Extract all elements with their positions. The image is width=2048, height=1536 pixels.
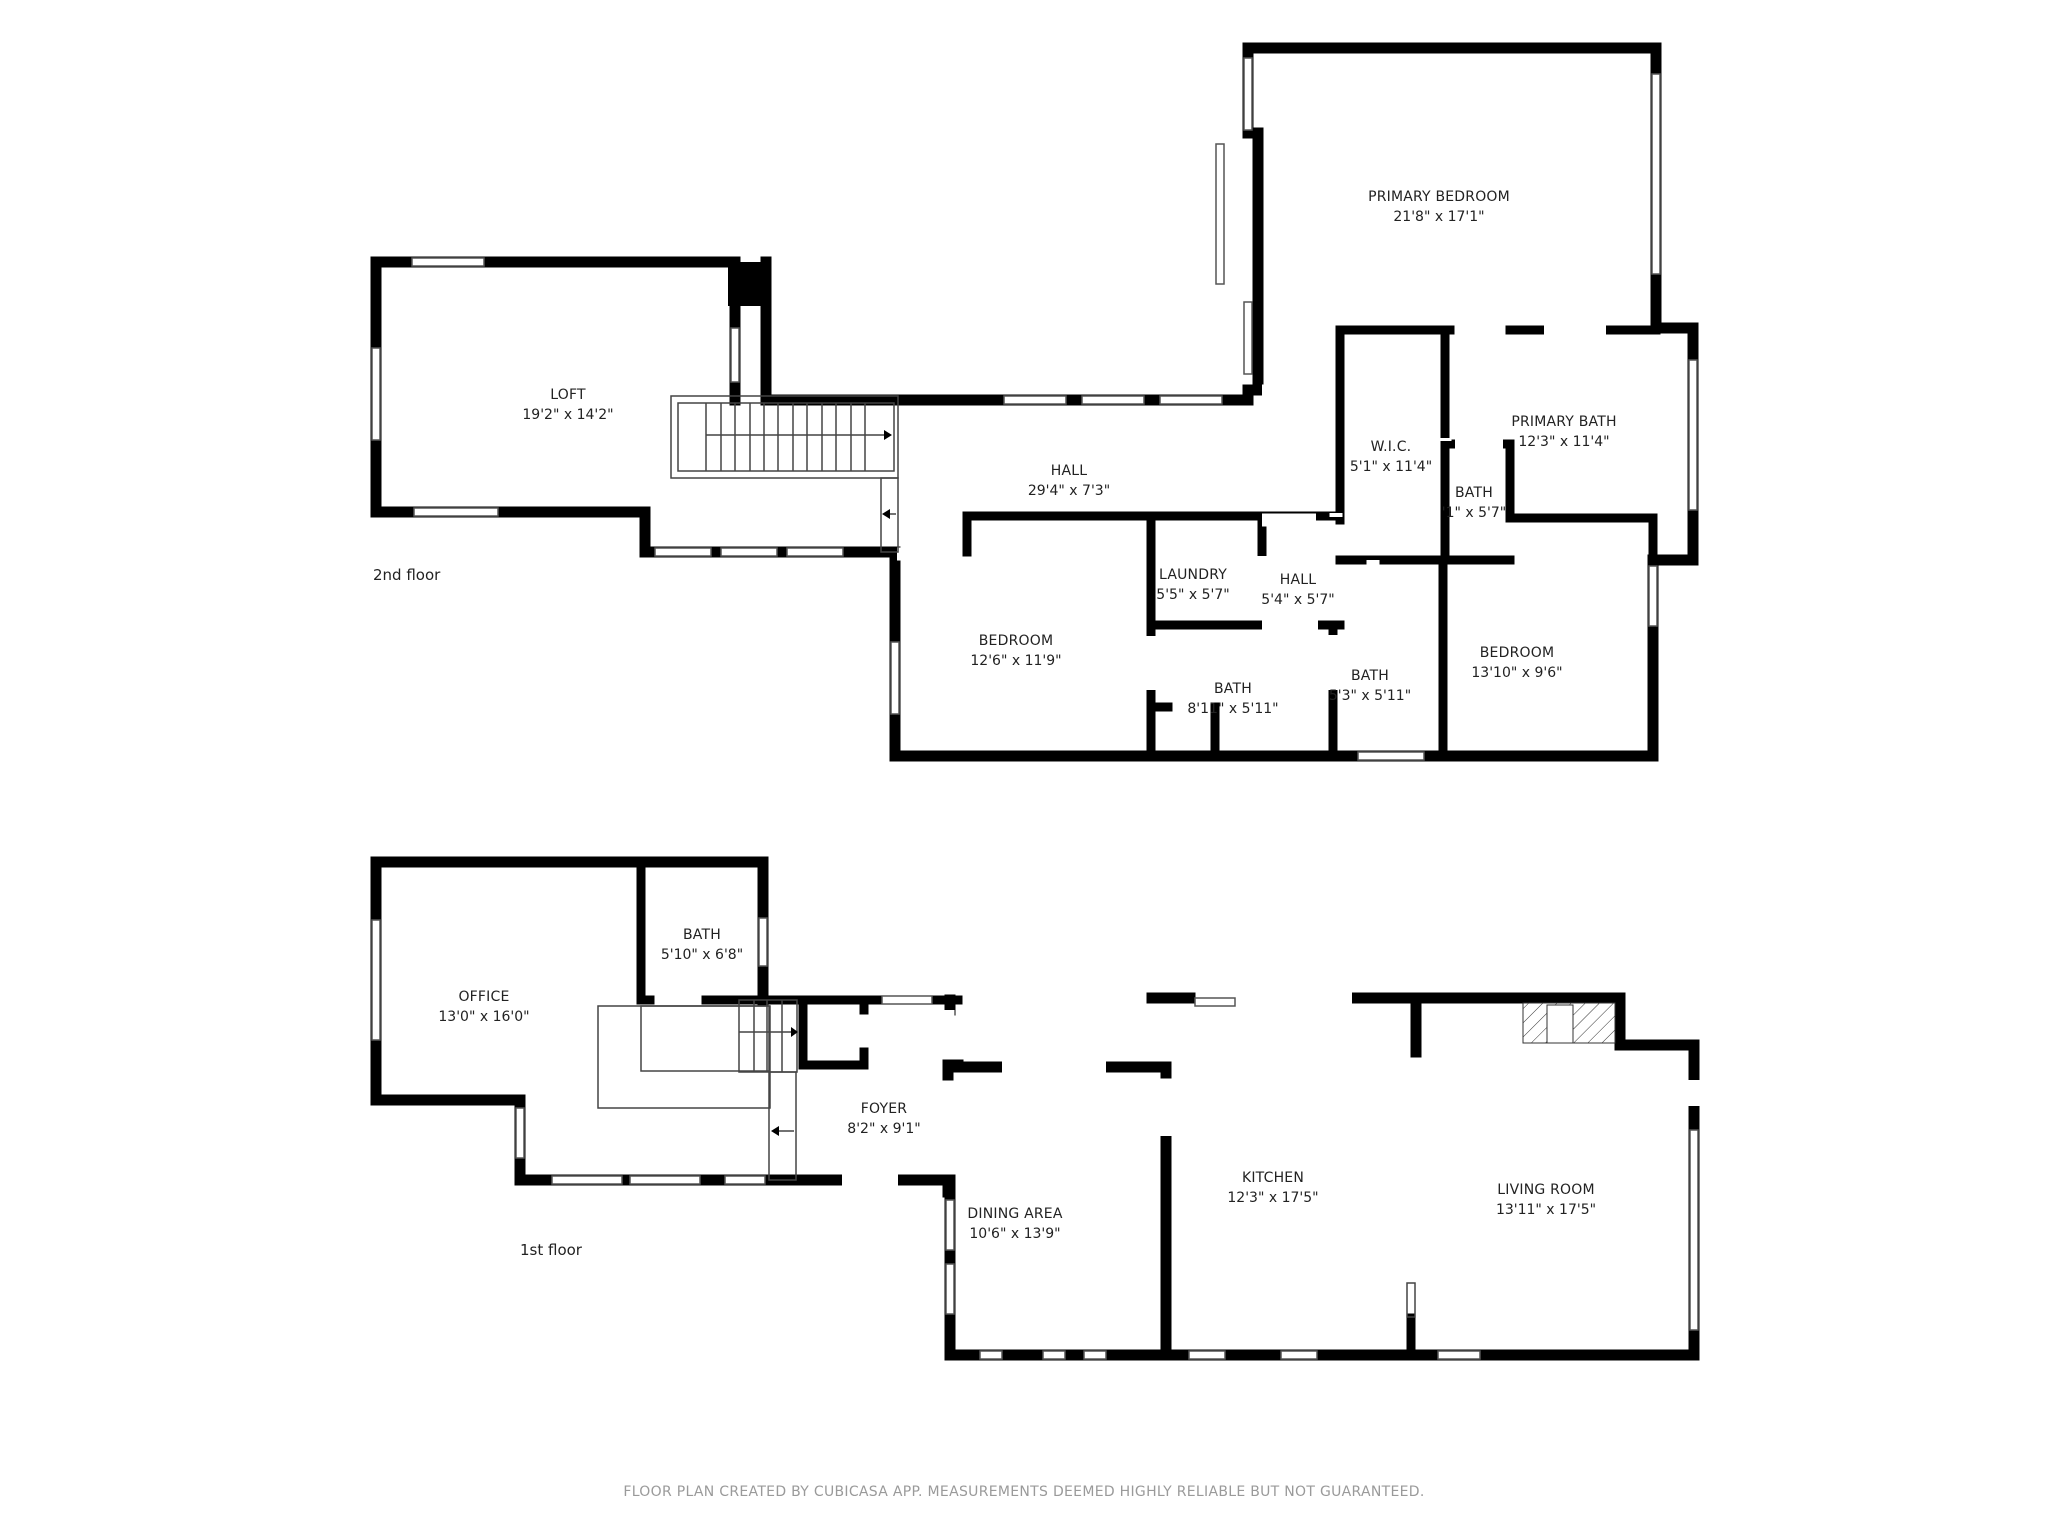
room-dimensions: 5'3" x 5'11": [1328, 688, 1412, 704]
room-name: DINING AREA: [967, 1206, 1063, 1222]
fireplace: [1522, 1002, 1616, 1044]
room-name: OFFICE: [458, 989, 510, 1005]
room-dimensions: 13'10" x 9'6": [1471, 665, 1563, 681]
loft-staircase: [670, 395, 899, 553]
room-dimensions: 5'4" x 5'7": [1261, 592, 1335, 608]
room-name: PRIMARY BEDROOM: [1368, 189, 1510, 205]
room-name: BATH: [683, 927, 721, 943]
room-name: PRIMARY BATH: [1511, 414, 1617, 430]
room-dimensions: 5'10" x 6'8": [660, 947, 744, 963]
room-dimensions: 21'8" x 17'1": [1393, 209, 1485, 225]
room-name: BEDROOM: [1479, 645, 1555, 661]
room-bedroom-right: BEDROOM 13'10" x 9'6": [1471, 643, 1562, 683]
room-dimensions: 5'5" x 5'7": [1156, 587, 1230, 603]
second-floor-windows: [371, 57, 1698, 761]
room-dimensions: 12'3" x 17'5": [1227, 1190, 1319, 1206]
room-dimensions: 29'4" x 7'3": [1027, 483, 1111, 499]
room-living-room: LIVING ROOM 13'11" x 17'5": [1496, 1180, 1596, 1220]
room-loft: LOFT 19'2" x 14'2": [522, 385, 613, 425]
floor-label-1st: 1st floor: [520, 1241, 582, 1259]
room-laundry: LAUNDRY 5'5" x 5'7": [1156, 565, 1229, 605]
room-dimensions: 13'11" x 17'5": [1495, 1202, 1597, 1218]
room-dining-area: DINING AREA 10'6" x 13'9": [967, 1204, 1062, 1244]
room-bath-small: BATH '1" x 5'7": [1442, 483, 1506, 523]
first-floor-walls: [370, 856, 1700, 1361]
room-name: KITCHEN: [1241, 1170, 1305, 1186]
room-name: BATH: [1455, 485, 1493, 501]
room-name: BATH: [1214, 681, 1252, 697]
room-name: HALL: [1050, 463, 1088, 479]
room-primary-bedroom: PRIMARY BEDROOM 21'8" x 17'1": [1368, 187, 1510, 227]
room-dimensions: 12'3" x 11'4": [1518, 434, 1610, 450]
room-hall-upper: HALL 29'4" x 7'3": [1028, 461, 1110, 501]
room-dimensions: 8'2" x 9'1": [847, 1121, 921, 1137]
disclaimer-footer: FLOOR PLAN CREATED BY CUBICASA APP. MEAS…: [623, 1484, 1425, 1500]
room-name: W.I.C.: [1370, 439, 1412, 455]
room-bath-first: BATH 5'10" x 6'8": [661, 925, 743, 965]
room-wic: W.I.C. 5'1" x 11'4": [1350, 437, 1432, 477]
room-office: OFFICE 13'0" x 16'0": [438, 987, 529, 1027]
room-kitchen: KITCHEN 12'3" x 17'5": [1227, 1168, 1318, 1208]
room-dimensions: 12'6" x 11'9": [970, 653, 1062, 669]
room-dimensions: '1" x 5'7": [1441, 505, 1507, 521]
room-hall-small: HALL 5'4" x 5'7": [1261, 570, 1334, 610]
room-name: LOFT: [550, 387, 586, 403]
room-bath-hall: BATH 8'11" x 5'11": [1187, 679, 1278, 719]
first-floor-doors: [842, 991, 1701, 1187]
room-primary-bath: PRIMARY BATH 12'3" x 11'4": [1511, 412, 1616, 452]
room-name: BATH: [1351, 668, 1389, 684]
room-dimensions: 8'11" x 5'11": [1187, 701, 1279, 717]
room-name: HALL: [1279, 572, 1317, 588]
room-bedroom-left: BEDROOM 12'6" x 11'9": [970, 631, 1061, 671]
room-dimensions: 5'1" x 11'4": [1349, 459, 1433, 475]
room-name: LIVING ROOM: [1497, 1182, 1595, 1198]
floor-label-2nd: 2nd floor: [373, 566, 441, 584]
room-dimensions: 10'6" x 13'9": [969, 1226, 1061, 1242]
room-dimensions: 19'2" x 14'2": [522, 407, 614, 423]
room-foyer: FOYER 8'2" x 9'1": [847, 1099, 920, 1139]
room-bath-right: BATH 5'3" x 5'11": [1329, 666, 1411, 706]
room-name: LAUNDRY: [1159, 567, 1227, 583]
room-name: FOYER: [860, 1101, 908, 1117]
first-floor-staircase: [597, 999, 798, 1181]
loft-column: [728, 262, 766, 306]
room-name: BEDROOM: [978, 633, 1054, 649]
room-dimensions: 13'0" x 16'0": [438, 1009, 530, 1025]
second-floor-doors: [897, 321, 1640, 714]
first-floor-windows: [371, 917, 1699, 1360]
